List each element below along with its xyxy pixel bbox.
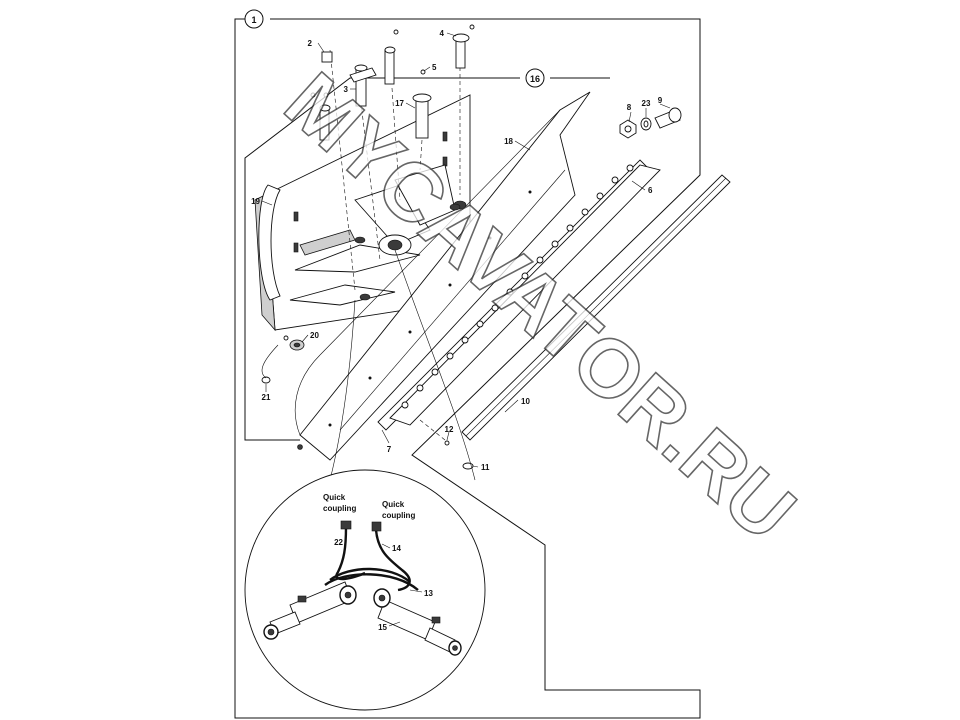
bushing	[449, 203, 461, 211]
hydraulic-cylinder-right	[373, 588, 462, 656]
callout-8: 8	[627, 103, 632, 112]
svg-text:coupling: coupling	[382, 511, 415, 520]
svg-text:coupling: coupling	[323, 504, 356, 513]
callout-20: 20	[310, 331, 319, 340]
pivot-joint	[354, 200, 467, 301]
pivot-ribs	[289, 164, 456, 306]
assembly-frame-outline	[234, 18, 701, 719]
end-bolt	[297, 444, 303, 450]
plate-slots	[293, 131, 448, 253]
edge-bolts	[401, 164, 634, 409]
fitting-21	[261, 376, 271, 384]
callout-14: 14	[392, 544, 401, 553]
nut-20	[283, 335, 305, 351]
callout-4: 4	[440, 29, 445, 38]
callout-18: 18	[504, 137, 513, 146]
callout-2: 2	[308, 39, 313, 48]
callout-6: 6	[648, 186, 653, 195]
washer-12	[444, 440, 450, 446]
subassembly-ref-circle	[525, 68, 545, 88]
detail-circle	[244, 469, 486, 711]
link-plate	[349, 67, 377, 83]
nut-8	[619, 119, 637, 139]
hydraulic-hoses	[324, 520, 419, 592]
callout-3: 3	[344, 85, 349, 94]
cap-2	[321, 51, 333, 63]
callout-leaders	[261, 32, 671, 627]
callout-13: 13	[424, 589, 433, 598]
callout-19: 19	[251, 197, 260, 206]
callout-23: 23	[642, 99, 651, 108]
washer-23	[640, 117, 652, 131]
blade-curve-edge	[294, 354, 321, 436]
detail-leader-right	[394, 249, 476, 481]
quick-coupling-right-caption: Quick coupling	[382, 500, 415, 520]
callout-21: 21	[262, 393, 271, 402]
assembly-ref-label: 1	[251, 15, 256, 25]
callout-11: 11	[481, 463, 490, 472]
callout-9: 9	[658, 96, 663, 105]
assembly-lines	[329, 49, 461, 441]
bolt-9	[654, 107, 682, 129]
subassembly-ref-label: 16	[530, 74, 540, 84]
callout-17: 17	[395, 99, 404, 108]
quick-coupling-left-caption: Quick coupling	[323, 493, 356, 513]
callout-12: 12	[445, 425, 454, 434]
pin-17	[412, 93, 432, 139]
small-bolts	[310, 24, 475, 98]
subassembly-frame-outline	[244, 77, 520, 441]
callout-5: 5	[432, 63, 437, 72]
hydraulic-cylinder-left	[263, 581, 357, 640]
detail-leader-left	[329, 299, 356, 481]
pin-left	[319, 104, 331, 141]
side-bracket	[258, 184, 281, 301]
callout-labels: 2 3 4 5 17 18 19 20 21 6 7 8 23 9 10 12 …	[251, 29, 663, 632]
blade-bolt-holes	[328, 190, 532, 427]
assembly-ref-circle	[244, 9, 264, 29]
cutting-edge-6	[389, 164, 661, 426]
pin-3b	[384, 46, 396, 85]
svg-text:Quick: Quick	[382, 500, 405, 509]
pin-4	[452, 33, 470, 69]
svg-text:Quick: Quick	[323, 493, 346, 502]
pin-3	[354, 64, 368, 107]
callout-22: 22	[334, 538, 343, 547]
callout-10: 10	[521, 397, 530, 406]
callout-15: 15	[378, 623, 387, 632]
fitting-curve	[261, 344, 279, 379]
callout-7: 7	[387, 445, 392, 454]
dozer-blade	[299, 91, 591, 461]
